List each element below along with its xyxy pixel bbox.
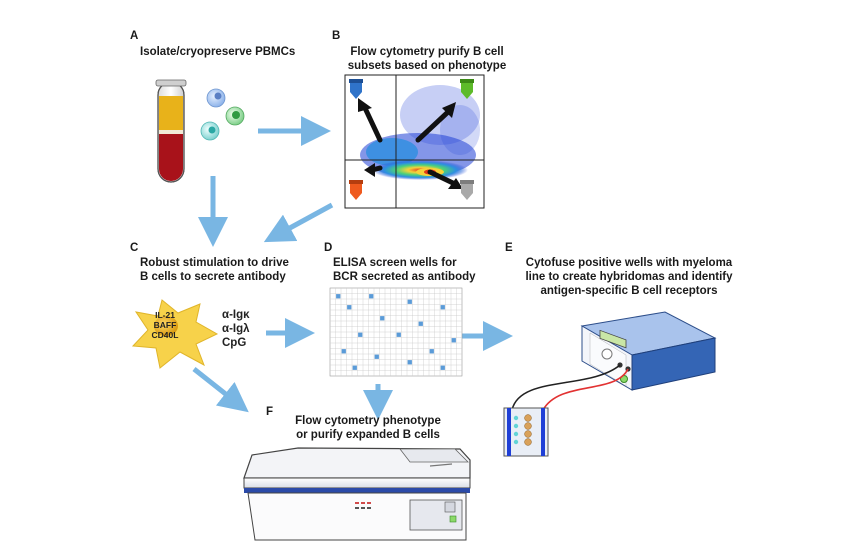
flow-cytometer-instrument [243,447,471,541]
positive-well [358,332,363,337]
panel-e-title-line3: antigen-specific B cell receptors [540,285,718,297]
panel-f-title-line1: Flow cytometry phenotype [295,415,441,427]
stimulation-antibodies: α-Igκ α-Igλ CpG [222,308,250,350]
antibody-label: CpG [222,337,247,349]
panel-d-title-line1: ELISA screen wells for [333,257,457,269]
tube-green-icon [460,79,474,99]
positive-well [440,305,445,310]
stimulation-cytokines: IL-21 BAFF CD40L [142,310,188,340]
positive-well [451,338,456,343]
panel-e-title-line2: line to create hybridomas and identify [525,271,733,283]
positive-well [347,305,352,310]
cytokine-label: BAFF [153,320,177,330]
panel-b-title-line1: Flow cytometry purify B cell [350,46,504,58]
positive-well [369,294,374,299]
panel-c-title-line2: B cells to secrete antibody [140,271,286,283]
fusion-cuvette [503,407,549,457]
panel-d-title: ELISA screen wells for BCR secreted as a… [333,256,476,284]
tube-grey-icon [460,180,474,200]
positive-well [352,365,357,370]
panel-d-letter: D [324,242,333,254]
panel-f-letter: F [266,406,274,418]
positive-well [336,294,341,299]
panel-f-title-line2: or purify expanded B cells [296,429,440,441]
panel-a-title: Isolate/cryopreserve PBMCs [140,46,296,58]
panel-a-letter: A [130,30,139,42]
cytokine-label: CD40L [151,330,179,340]
tube-blue-icon [349,79,363,99]
positive-well [429,349,434,354]
positive-well [374,354,379,359]
positive-well [418,321,423,326]
scatter-density [360,85,480,180]
panel-b-letter: B [332,30,341,42]
gate-arrowheads [358,98,463,189]
positive-well [380,316,385,321]
panel-c-letter: C [130,242,139,254]
cytofuse-device [580,311,717,391]
arrow-c-to-f [192,367,249,413]
flow-cytometry-plot [344,74,485,209]
panel-f-title: Flow cytometry phenotype or purify expan… [268,414,468,442]
panel-e-title-line1: Cytofuse positive wells with myeloma [525,257,733,269]
panel-b-title: Flow cytometry purify B cell subsets bas… [327,45,527,73]
panel-e-title: Cytofuse positive wells with myeloma lin… [510,256,748,298]
elisa-plate [329,287,463,377]
stimulated-b-cell [131,299,219,369]
positive-well [407,360,412,365]
panel-c-title: Robust stimulation to drive B cells to s… [140,256,289,284]
panel-b-title-line2: subsets based on phenotype [347,60,507,72]
device-cables [511,364,629,411]
positive-well [407,299,412,304]
positive-well [440,365,445,370]
positive-well [341,349,346,354]
gate-arrows [362,105,458,187]
panel-e-letter: E [505,242,513,254]
positive-well [396,332,401,337]
antibody-label: α-Igλ [222,323,250,335]
arrow-b-to-c [263,202,334,243]
blood-tube [155,79,187,183]
antibody-label: α-Igκ [222,309,250,321]
cytokine-label: IL-21 [155,310,175,320]
panel-c-title-line1: Robust stimulation to drive [140,257,289,269]
tube-orange-icon [349,180,363,200]
pbmc-cells [200,88,245,141]
workflow-arrows [192,116,513,420]
panel-d-title-line2: BCR secreted as antibody [333,271,476,283]
